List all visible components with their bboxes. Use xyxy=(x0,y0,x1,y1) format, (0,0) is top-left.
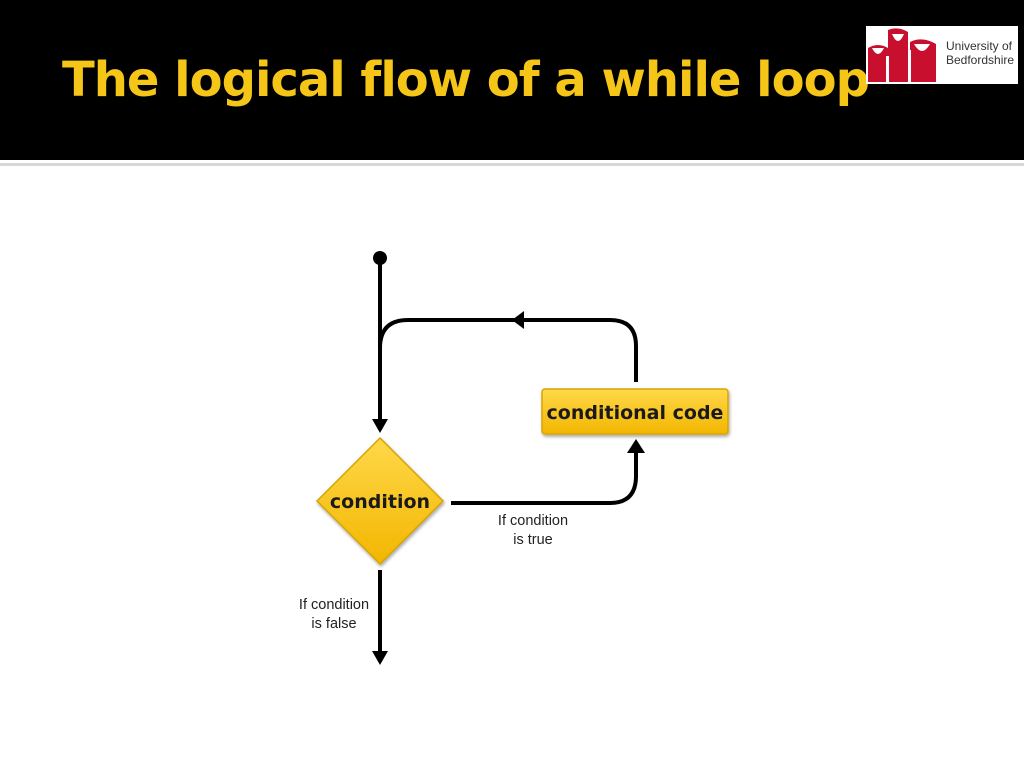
false-branch-label-line-1: If condition xyxy=(299,597,369,613)
entry-arrowhead xyxy=(372,419,388,433)
slide-title: The logical flow of a while loop xyxy=(62,52,870,108)
condition-decision-node: condition xyxy=(315,436,445,566)
header-divider xyxy=(0,163,1024,166)
true-branch-label-line-2: is true xyxy=(513,532,553,548)
loop-back-line xyxy=(378,318,638,382)
true-branch-label-line-1: If condition xyxy=(498,513,568,529)
conditional-code-node: conditional code xyxy=(541,388,729,435)
loop-back-arrowhead xyxy=(512,311,524,329)
conditional-code-label: conditional code xyxy=(547,402,724,424)
true-branch-line xyxy=(451,452,638,505)
title-bar xyxy=(0,0,1024,160)
true-branch-arrowhead xyxy=(627,439,645,453)
logo-line-2: Bedfordshire xyxy=(946,53,1015,67)
university-logo-text: University of Bedfordshire xyxy=(946,39,1014,67)
university-logo: University of Bedfordshire xyxy=(866,26,1018,84)
false-branch-arrowhead xyxy=(372,651,388,665)
false-branch-label-line-2: is false xyxy=(311,616,356,632)
condition-label: condition xyxy=(330,491,430,513)
university-logo-mark-icon xyxy=(868,28,936,82)
logo-line-1: University of xyxy=(946,39,1013,53)
